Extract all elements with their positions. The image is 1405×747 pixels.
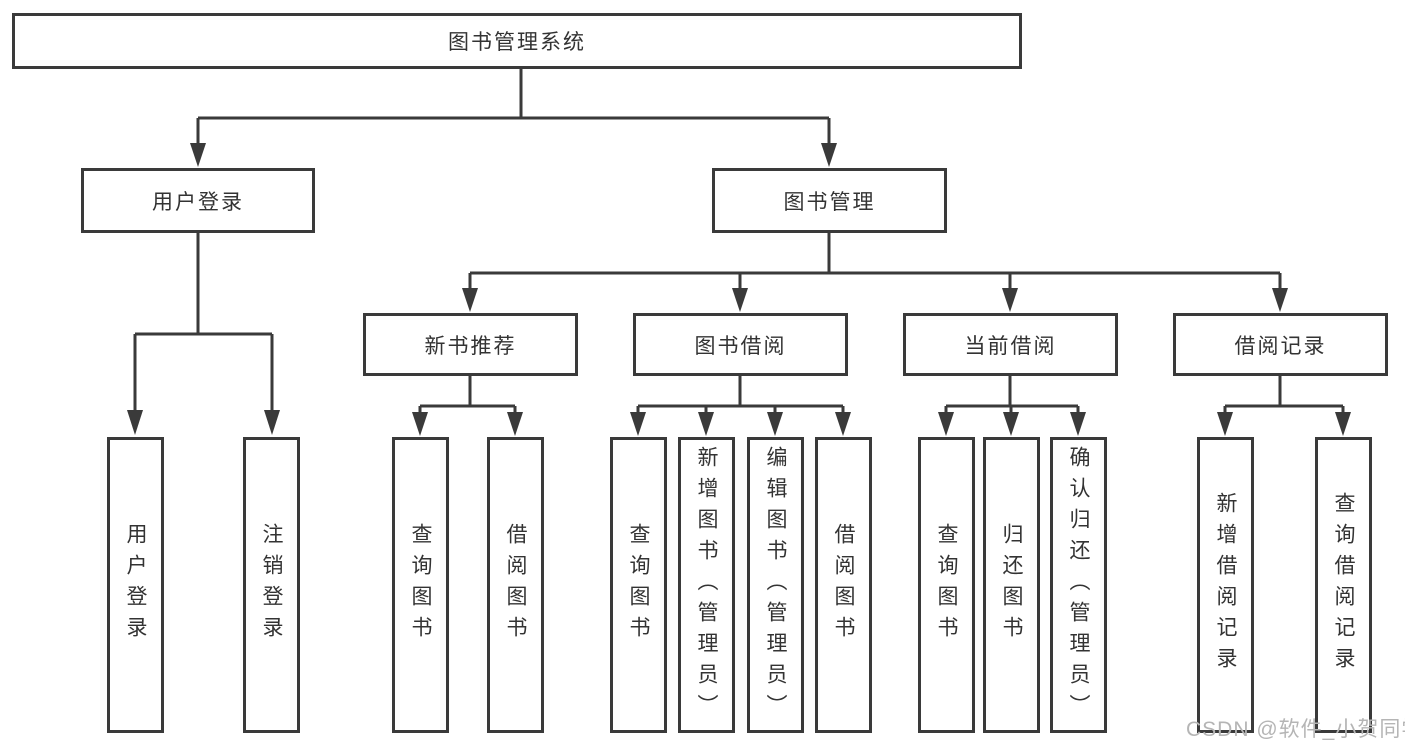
node-label: 借阅图书: [504, 523, 527, 647]
leaf-cb-confirm-return-admin: 确认归还（管理员）: [1050, 437, 1107, 733]
arrow-down-icon: [264, 410, 280, 435]
arrow-down-icon: [835, 412, 851, 436]
node-label: 当前借阅: [964, 334, 1057, 358]
node-label: 查询图书: [409, 523, 432, 647]
arrow-down-icon: [1217, 412, 1233, 436]
arrow-down-icon: [767, 412, 783, 436]
leaf-bb-borrow-books: 借阅图书: [815, 437, 872, 733]
node-label: 用户登录: [152, 190, 244, 214]
node-label: 编辑图书（管理员）: [764, 445, 787, 725]
node-label: 归还图书: [1000, 523, 1023, 647]
node-label: 查询借阅记录: [1332, 492, 1355, 678]
arrow-down-icon: [698, 412, 714, 436]
leaf-logout: 注销登录: [243, 437, 300, 733]
leaf-bb-query-books: 查询图书: [610, 437, 667, 733]
node-library-management-system: 图书管理系统: [12, 13, 1022, 69]
arrow-down-icon: [732, 288, 748, 312]
node-label: 图书管理: [783, 190, 876, 214]
leaf-br-query-record: 查询借阅记录: [1315, 437, 1372, 733]
leaf-cb-return-books: 归还图书: [983, 437, 1040, 733]
arrow-down-icon: [938, 412, 954, 436]
arrow-down-icon: [821, 143, 837, 167]
arrow-down-icon: [507, 412, 523, 436]
node-label: 查询图书: [935, 523, 958, 647]
node-label: 图书借阅: [694, 334, 787, 358]
leaf-nbr-borrow-books: 借阅图书: [487, 437, 544, 733]
arrow-down-icon: [1272, 288, 1288, 312]
node-current-borrowing: 当前借阅: [903, 313, 1118, 376]
node-book-management: 图书管理: [712, 168, 947, 233]
arrow-down-icon: [127, 410, 143, 435]
arrow-down-icon: [1002, 288, 1018, 312]
node-label: 新增图书（管理员）: [695, 445, 718, 725]
node-new-book-recommend: 新书推荐: [363, 313, 578, 376]
node-label: 用户登录: [124, 523, 147, 647]
node-label: 新增借阅记录: [1214, 492, 1237, 678]
leaf-user-login: 用户登录: [107, 437, 164, 733]
node-label: 借阅记录: [1234, 334, 1327, 358]
arrow-down-icon: [412, 412, 428, 436]
leaf-nbr-query-books: 查询图书: [392, 437, 449, 733]
leaf-cb-query-books: 查询图书: [918, 437, 975, 733]
node-label: 图书管理系统: [448, 31, 586, 54]
arrow-down-icon: [630, 412, 646, 436]
leaf-bb-add-books-admin: 新增图书（管理员）: [678, 437, 735, 733]
node-label: 借阅图书: [832, 523, 855, 647]
node-borrowing-records: 借阅记录: [1173, 313, 1388, 376]
node-label: 注销登录: [260, 523, 283, 647]
node-user-login: 用户登录: [81, 168, 315, 233]
csdn-watermark: CSDN @软件_小贺同学: [1186, 718, 1405, 741]
node-book-borrowing: 图书借阅: [633, 313, 848, 376]
node-label: 查询图书: [627, 523, 650, 647]
node-label: 确认归还（管理员）: [1067, 445, 1090, 725]
arrow-down-icon: [1003, 412, 1019, 436]
node-label: 新书推荐: [424, 334, 517, 358]
arrow-down-icon: [462, 288, 478, 312]
leaf-br-add-record: 新增借阅记录: [1197, 437, 1254, 733]
arrow-down-icon: [1070, 412, 1086, 436]
arrow-down-icon: [1335, 412, 1351, 436]
leaf-bb-edit-books-admin: 编辑图书（管理员）: [747, 437, 804, 733]
arrow-down-icon: [190, 143, 206, 167]
